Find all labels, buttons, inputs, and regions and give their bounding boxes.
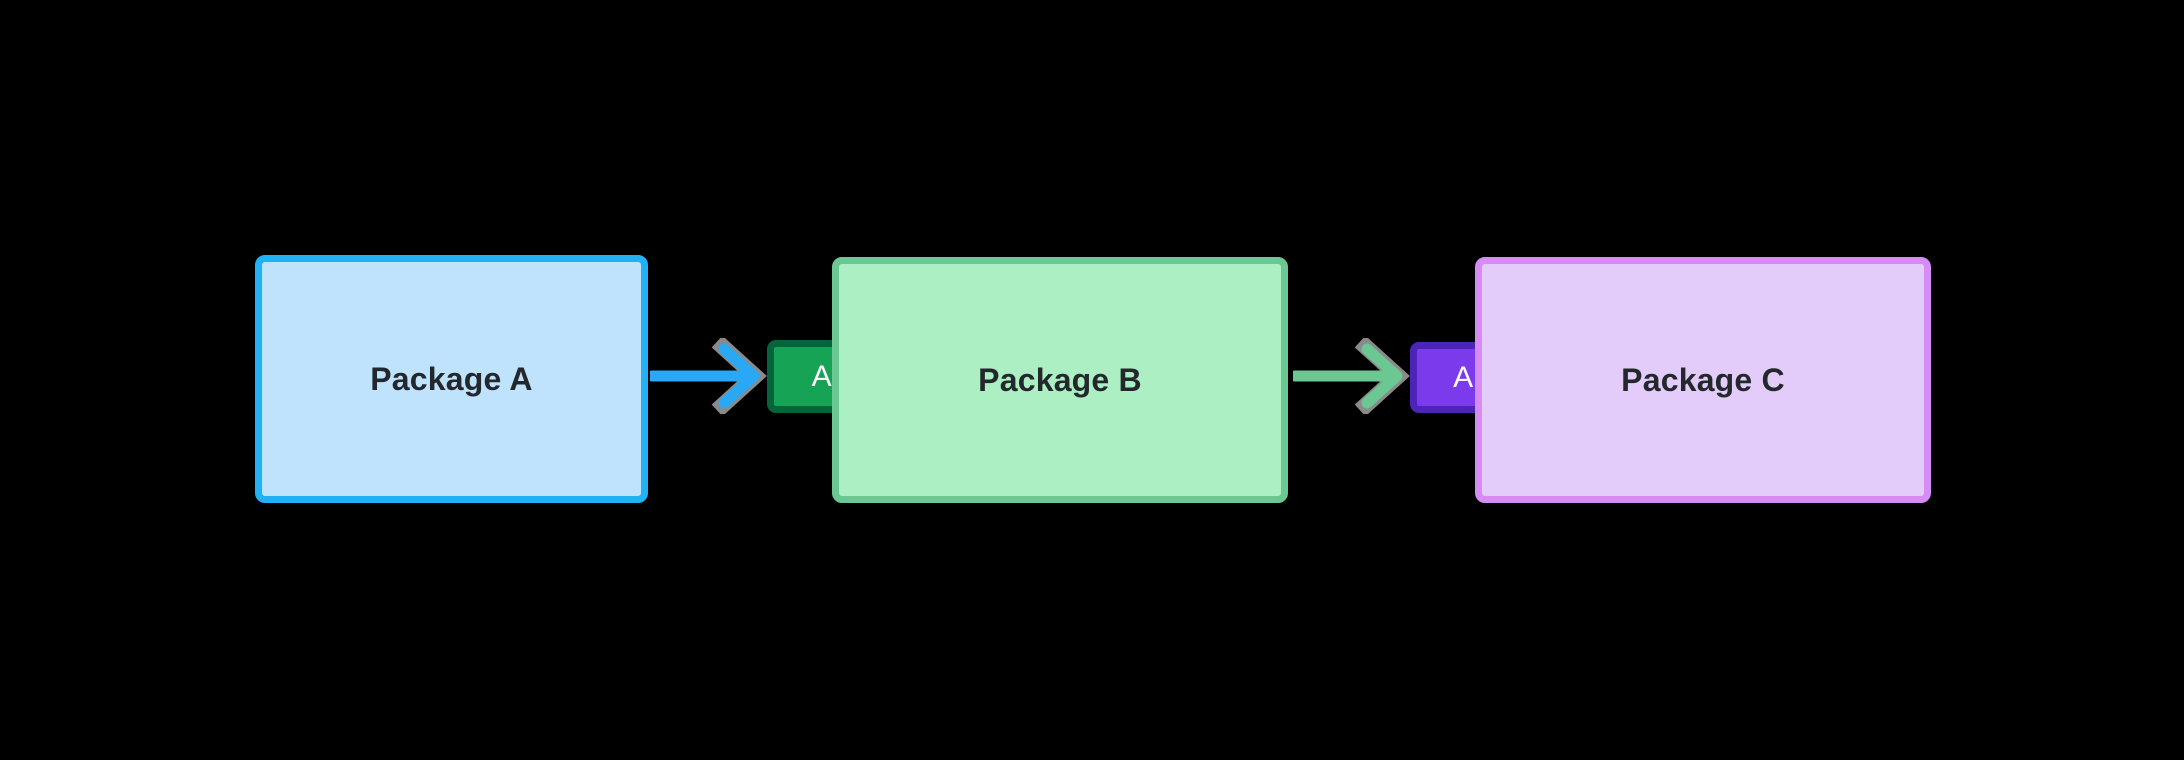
- package-b-node[interactable]: Package B: [832, 257, 1288, 503]
- arrow-right-icon: [1293, 338, 1410, 414]
- package-a-label: Package A: [370, 360, 533, 397]
- package-c-label: Package C: [1621, 361, 1785, 398]
- package-b-label: Package B: [978, 361, 1142, 398]
- package-a-node[interactable]: Package A: [255, 255, 648, 503]
- arrow-package-a-to-api: [650, 338, 770, 414]
- package-c-node[interactable]: Package C: [1475, 257, 1931, 503]
- arrow-package-b-to-api: [1293, 338, 1413, 414]
- arrow-right-icon: [650, 338, 767, 414]
